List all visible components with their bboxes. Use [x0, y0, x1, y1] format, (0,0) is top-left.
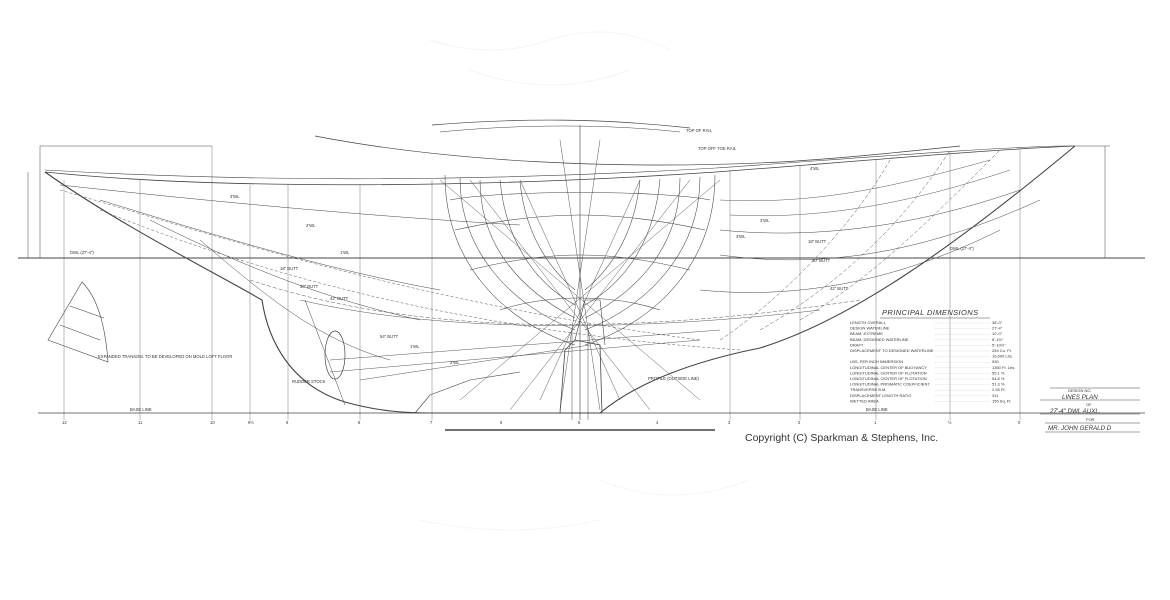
station-label: 0	[1018, 420, 1021, 425]
dimension-value: 254 Cu. Ft.	[992, 348, 1012, 353]
dimension-value: 8'-1½"	[992, 337, 1004, 342]
buttock-label: 18" BUTT	[808, 239, 827, 244]
dimension-label: LONGITUDINAL PRISMATIC COEFFICIENT	[850, 382, 930, 387]
dimension-label: BEAM, DESIGNED WATERLINE	[850, 337, 909, 342]
dimension-value: 930	[992, 359, 999, 364]
station-label: 4	[656, 420, 659, 425]
upper-arc	[431, 119, 691, 129]
top-of-toe-rail-label: TOP OFF TOE RAIL	[698, 146, 737, 151]
waterline-label-aft: DWL (27'-4")	[70, 250, 94, 255]
title-boat: 27'-4" DWL AUXL.	[1049, 408, 1101, 415]
station-numbers: 12 11 10 9½ 9 8 7 6 5 4 3 2 1 ½ 0	[62, 420, 1021, 425]
transom-label: EXPANDED TRANSOM. TO BE DEVELOPED ON MOL…	[98, 354, 232, 359]
buttock-label: 18" BUTT	[280, 266, 299, 271]
station-label: 6	[500, 420, 503, 425]
expanded-transom	[47, 281, 109, 363]
waterline-label: 1'WL	[340, 250, 350, 255]
buttock-label: 42" BUTT	[830, 286, 849, 291]
copyright-notice: Copyright (C) Sparkman & Stephens, Inc.	[745, 432, 939, 444]
waterline-label: 4'WL	[810, 166, 820, 171]
title-block	[1040, 387, 1140, 433]
dimension-label: LENGTH OVERALL	[850, 320, 887, 325]
top-of-rail-label: TOP OF RAIL	[686, 128, 713, 133]
upper-arc-2	[439, 125, 681, 133]
dimension-value: 155 Sq. Ft.	[992, 398, 1012, 403]
principal-dimensions-table: PRINCIPAL DIMENSIONS LENGTH OVERALL 38'-0…	[850, 308, 1015, 403]
title-for: FOR	[1086, 417, 1095, 422]
dimension-value: 10'-0"	[992, 331, 1003, 336]
station-label: 9½	[248, 420, 254, 425]
buttock-label: 30" BUTT	[300, 284, 319, 289]
station-label: 9	[286, 420, 289, 425]
waterline-label: 3'WL	[760, 218, 770, 223]
buttock-label: 30" BUTT	[812, 258, 831, 263]
waterline-label: 2'WL	[450, 360, 460, 365]
title-design-no: DESIGN NO.	[1068, 388, 1092, 393]
waterline-label-fwd: DWL (27'-4")	[950, 246, 974, 251]
station-label: ½	[948, 420, 952, 425]
profile-label: PROFILE (OUTSIDE LINE)	[648, 376, 700, 381]
base-line-label-left: BASE LINE	[130, 407, 152, 412]
dimension-label: DRAFT	[850, 342, 864, 347]
waterline-label: 3'WL	[736, 234, 746, 239]
title-client: MR. JOHN GERALD D	[1048, 425, 1112, 432]
station-label: 11	[138, 420, 143, 425]
waterline-label: 2'WL	[306, 223, 316, 228]
dimension-label: LONGITUDINAL CENTER OF BUOYANCY	[850, 365, 927, 370]
dimension-label: WETTED AREA	[850, 398, 879, 403]
dimension-label: LONGITUDINAL CENTER OF FLOTATION	[850, 370, 927, 375]
buttock-label: 42" BUTT	[330, 296, 349, 301]
dimension-label: TRANSVERSE B.M.	[850, 387, 886, 392]
dimension-label: DISPLACEMENT LENGTH RATIO	[850, 393, 911, 398]
station-label: 7	[430, 420, 433, 425]
station-label: 12	[62, 420, 67, 425]
dimension-value: 311	[992, 393, 999, 398]
dimension-value: 54.8 %	[992, 376, 1005, 381]
principal-dimensions-title: PRINCIPAL DIMENSIONS	[882, 308, 979, 317]
reference-lines	[18, 145, 1145, 431]
title-of: OF	[1086, 402, 1092, 407]
base-line-label-right: BASE LINE	[866, 407, 888, 412]
dimension-value: 51.3 %	[992, 382, 1005, 387]
station-label: 2	[798, 420, 801, 425]
dimension-value: 1350 Ft. Lbs.	[992, 365, 1015, 370]
buttock-label: 54" BUTT	[380, 334, 399, 339]
dimension-value: 5'-10½"	[992, 342, 1006, 347]
paper-texture	[419, 31, 751, 531]
waterline-label: 3'WL	[230, 194, 240, 199]
station-label: 3	[728, 420, 731, 425]
dimension-label: BEAM, EXTREME	[850, 331, 883, 336]
rudder-stock-label: RUDDER STOCK	[292, 379, 326, 384]
dimension-value: 55.1 %	[992, 370, 1005, 375]
top-of-rail-line	[44, 145, 1061, 180]
station-label: 5	[578, 420, 581, 425]
title-drawing-name: LINES PLAN	[1062, 394, 1098, 401]
toe-rail-curve	[314, 135, 961, 166]
station-label: 8	[358, 420, 361, 425]
dimension-value: 38'-0"	[992, 320, 1003, 325]
dimension-value: 16,600 Lbs.	[992, 354, 1013, 359]
dimension-label: DESIGN WATERLINE	[850, 326, 890, 331]
station-label: 10	[210, 420, 215, 425]
station-label: 1	[874, 420, 877, 425]
sheer-line	[44, 145, 1076, 186]
dimension-value: 27'-4"	[992, 326, 1003, 331]
dimension-value: 2.93 Ft.	[992, 387, 1006, 392]
dimension-label: LBS. PER INCH IMMERSION	[850, 359, 903, 364]
dimension-label: LONGITUDINAL CENTER OF FLOTATION	[850, 376, 927, 381]
station-lines	[63, 146, 1021, 420]
waterline-label: 1'WL	[410, 344, 420, 349]
dimension-label: DISPLACEMENT TO DESIGNED WATERLINE	[850, 348, 934, 353]
line-labels: DWL (27'-4") DWL (27'-4") BASE LINE BASE…	[70, 128, 974, 412]
